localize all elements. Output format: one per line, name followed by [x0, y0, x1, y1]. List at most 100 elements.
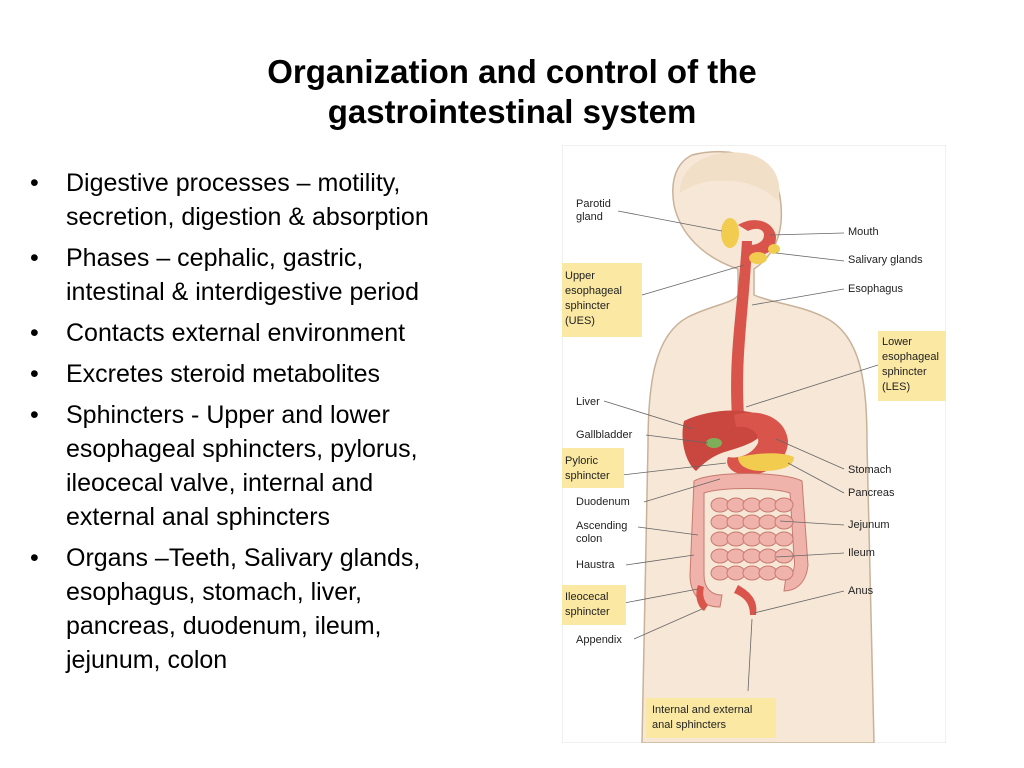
bullet-line: ileocecal valve, internal and [66, 469, 374, 497]
leader-line [775, 438, 845, 470]
bullet-line: Phases – cephalic, gastric, [66, 244, 364, 272]
leader-line [787, 462, 845, 494]
esophagus [731, 241, 752, 417]
leader-line [751, 288, 845, 306]
small-intestine-coil [742, 548, 762, 564]
small-intestine-coil [758, 565, 778, 581]
label-jejunum: Jejunum [848, 519, 890, 531]
leader-line [779, 520, 845, 526]
leader-line [603, 400, 695, 430]
small-intestine-coil [726, 497, 746, 513]
bullet-item: Organs –Teeth, Salivary glands, esophagu… [30, 541, 540, 677]
bullet-line: esophageal sphincters, pylorus, [66, 435, 418, 463]
parotid-gland [721, 218, 739, 248]
bullet-item: Contacts external environment [30, 316, 540, 350]
bullet-item: Excretes steroid metabolites [30, 357, 540, 391]
label-haustra: Haustra [576, 559, 615, 571]
small-intestine-coil [726, 548, 746, 564]
pyloric-label-box [562, 448, 624, 488]
label-les: Lower esophageal sphincter (LES) [882, 336, 942, 393]
leader-line [775, 552, 845, 558]
label-highlight-boxes [562, 263, 946, 738]
small-intestine-coil [758, 548, 778, 564]
small-intestine-coil [758, 531, 778, 547]
ileocecal-label-box [562, 585, 626, 625]
label-anal-sphincters: Internal and external anal sphincters [652, 704, 755, 731]
digestive-system-figure: Parotid gland Mouth Salivary glands Esop… [562, 145, 946, 743]
small-intestine-coil [742, 565, 762, 581]
rectum [734, 585, 757, 615]
digestive-system-diagram: Parotid gland Mouth Salivary glands Esop… [562, 145, 946, 743]
label-esophagus: Esophagus [848, 283, 904, 295]
leader-line [617, 210, 723, 232]
label-anus: Anus [848, 585, 874, 597]
label-gallbladder: Gallbladder [576, 429, 633, 441]
leader-line [643, 478, 721, 503]
small-intestine-coil [742, 497, 762, 513]
title-line-2: gastrointestinal system [327, 93, 697, 130]
title-line-1: Organization and control of the [267, 53, 757, 90]
label-ileocecal-sphincter: Ileocecal sphincter [565, 591, 611, 618]
small-intestine-coil [742, 531, 762, 547]
small-intestine-coil [774, 531, 794, 547]
ues-label-box [562, 263, 642, 337]
pancreas [738, 453, 794, 471]
leader-line [753, 590, 845, 614]
small-intestine [710, 497, 794, 581]
bullet-item: Phases – cephalic, gastric, intestinal &… [30, 241, 540, 309]
bullet-line: Organs –Teeth, Salivary glands, [66, 544, 421, 572]
bullet-line: esophagus, stomach, liver, [66, 578, 362, 606]
label-liver: Liver [576, 396, 600, 408]
small-intestine-coil [710, 548, 730, 564]
anal-sphincter-label-box [646, 698, 776, 738]
small-intestine-coil [710, 497, 730, 513]
hair [680, 152, 780, 201]
leader-line [621, 462, 727, 476]
bullet-item: Sphincters - Upper and lower esophageal … [30, 398, 540, 534]
label-mouth: Mouth [848, 226, 879, 238]
salivary-gland [768, 244, 780, 254]
leader-line [625, 554, 695, 566]
label-ileum: Ileum [848, 547, 875, 559]
leader-line [641, 264, 745, 296]
label-ascending-colon: Ascending colon [576, 520, 630, 545]
label-ues: Upper esophageal sphincter (UES) [565, 270, 625, 327]
small-intestine-coil [710, 531, 730, 547]
leader-line [769, 232, 845, 236]
leader-line [633, 608, 703, 640]
label-stomach: Stomach [848, 464, 891, 476]
small-intestine-coil [726, 514, 746, 530]
label-appendix: Appendix [576, 634, 622, 646]
label-pancreas: Pancreas [848, 487, 895, 499]
small-intestine-coil [726, 531, 746, 547]
bullet-list: Digestive processes – motility, secretio… [30, 166, 540, 684]
small-intestine-coil [774, 565, 794, 581]
bullet-line: Digestive processes – motility, [66, 169, 401, 197]
bullet-line: pancreas, duodenum, ileum, [66, 612, 382, 640]
salivary-gland [749, 252, 767, 264]
mouth-pharynx [738, 220, 776, 255]
bullet-item: Digestive processes – motility, secretio… [30, 166, 540, 234]
bullet-line: secretion, digestion & absorption [66, 203, 429, 231]
leader-line [775, 252, 845, 262]
gallbladder [706, 438, 722, 448]
les-label-box [878, 331, 946, 401]
small-intestine-coil [726, 565, 746, 581]
leader-line [637, 526, 699, 536]
small-intestine-coil [710, 565, 730, 581]
leader-lines [603, 210, 879, 692]
small-intestine-coil [758, 514, 778, 530]
bullet-line: jejunum, colon [66, 646, 228, 674]
leader-line [745, 364, 879, 408]
label-parotid-gland: Parotid gland [576, 198, 614, 223]
bullet-line: external anal sphincters [66, 503, 331, 531]
bullet-line: intestinal & interdigestive period [66, 278, 419, 306]
bullet-line: Contacts external environment [66, 319, 406, 347]
appendix [696, 585, 708, 611]
leader-line [645, 434, 709, 444]
bullet-line: Excretes steroid metabolites [66, 360, 381, 388]
label-salivary-glands: Salivary glands [848, 254, 923, 266]
small-intestine-coil [710, 514, 730, 530]
label-duodenum: Duodenum [576, 496, 630, 508]
small-intestine-coil [742, 514, 762, 530]
